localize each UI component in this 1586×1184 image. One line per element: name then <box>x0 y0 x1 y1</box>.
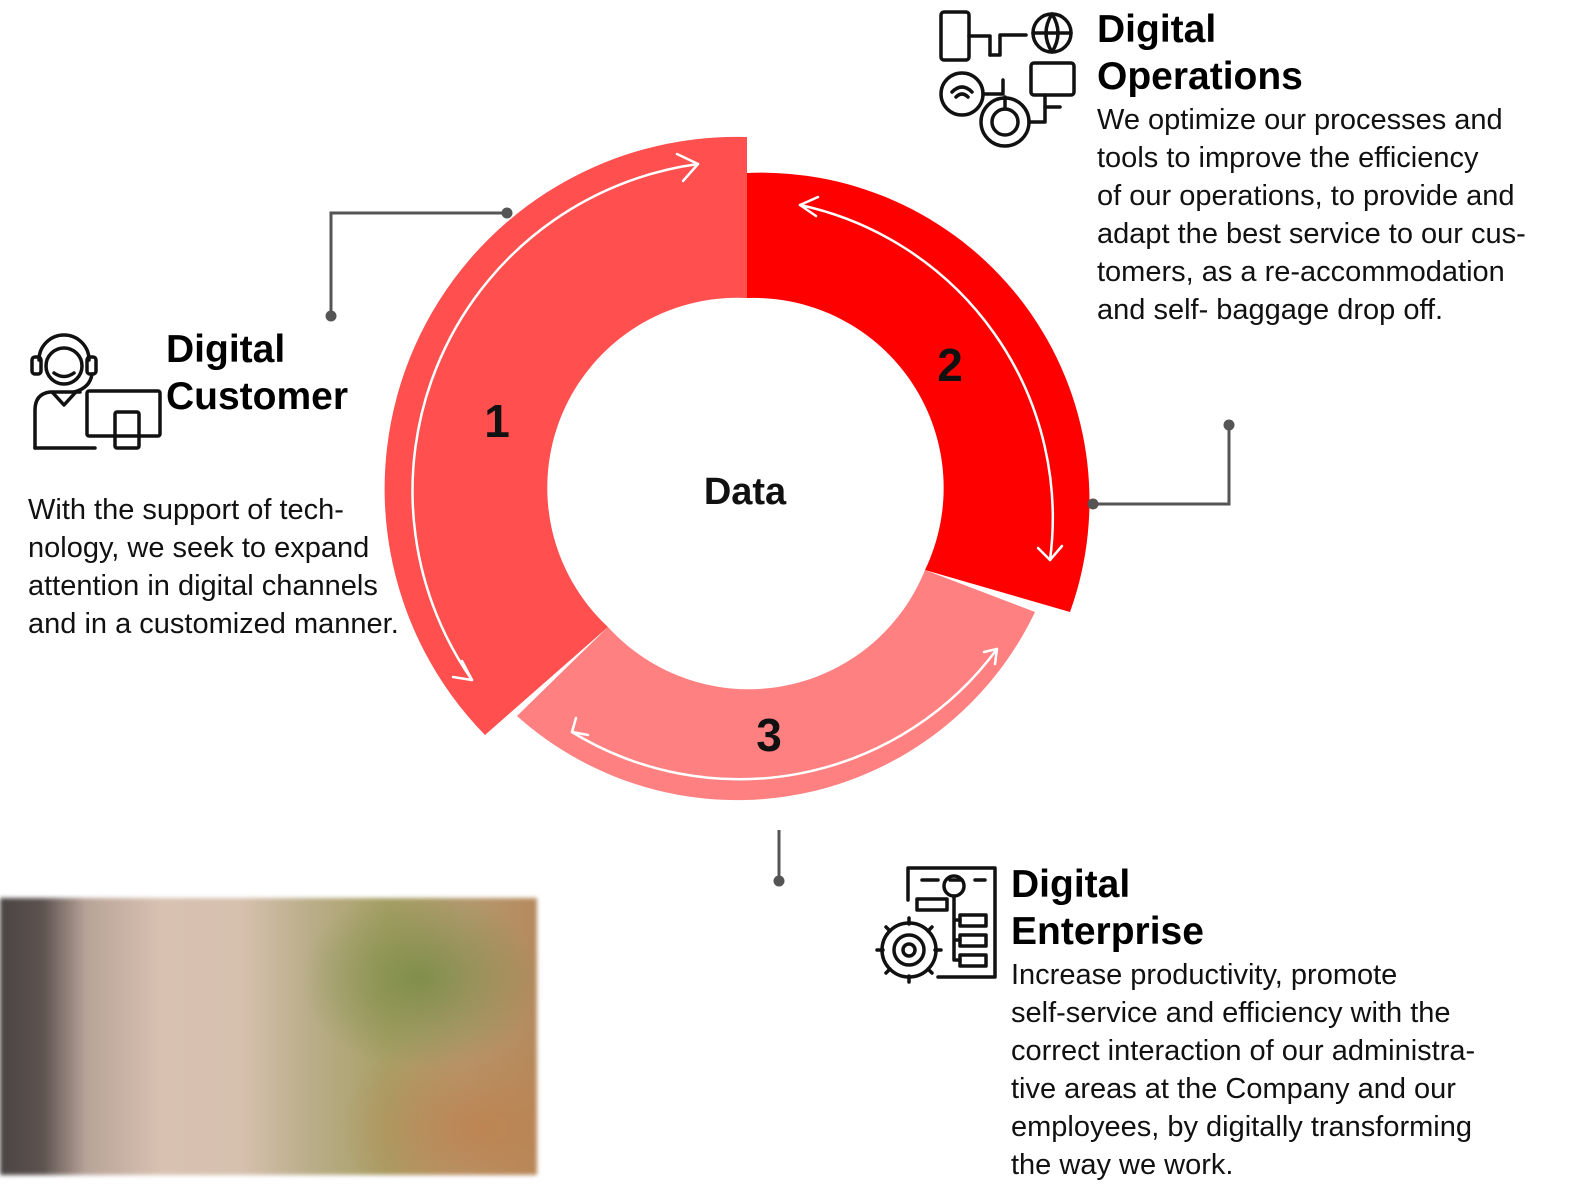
segment-3-number: 3 <box>756 709 782 761</box>
center-circle <box>557 302 933 678</box>
operations-description-line: We optimize our processes and <box>1097 104 1503 136</box>
segment-3-arc <box>517 570 1035 801</box>
customer-description: With the support of tech- nology, we see… <box>28 491 399 643</box>
segment-3-arrow <box>570 647 999 781</box>
enterprise-description-line: employees, by digitally transforming <box>1011 1111 1472 1143</box>
enterprise-description-line: self-service and efficiency with the <box>1011 997 1451 1029</box>
operations-description-line: tools to improve the efficiency <box>1097 142 1479 174</box>
customer-title-line1: Digital <box>166 328 286 371</box>
segment-1-number: 1 <box>484 395 510 447</box>
enterprise-description-line: tive areas at the Company and our <box>1011 1073 1456 1105</box>
enterprise-title: Digital Enterprise <box>1011 861 1204 955</box>
enterprise-description: Increase productivity, promote self-serv… <box>1011 956 1475 1184</box>
segment-1-arc <box>384 136 747 735</box>
connector-customer <box>329 211 507 316</box>
customer-description-line: With the support of tech- <box>28 494 344 526</box>
devices-network-icon <box>939 10 1076 148</box>
connector-customer-dot-end <box>325 310 337 322</box>
operations-description-line: tomers, as a re-accommodation <box>1097 256 1505 288</box>
enterprise-description-line: correct interaction of our administra- <box>1011 1035 1476 1067</box>
customer-description-line: attention in digital channels <box>28 570 378 602</box>
enterprise-title-line1: Digital <box>1011 863 1131 906</box>
operations-title-line1: Digital <box>1097 8 1217 51</box>
segment-1-arrowhead-bottom <box>451 659 474 682</box>
segment-2-arrowhead-bottom <box>1036 544 1064 562</box>
operations-description-line: and self- baggage drop off. <box>1097 294 1444 326</box>
operations-title: Digital Operations <box>1097 6 1303 100</box>
operations-description: We optimize our processes and tools to i… <box>1097 101 1526 329</box>
customer-description-line: nology, we seek to expand <box>28 532 370 564</box>
customer-title-line2: Customer <box>166 375 349 418</box>
enterprise-description-line: Increase productivity, promote <box>1011 959 1398 991</box>
segment-2-arrowhead-top <box>798 195 820 218</box>
segment-1-arrowhead-top <box>675 152 700 183</box>
segment-2-arrow <box>798 203 1055 562</box>
segment-2-arc <box>747 172 1090 612</box>
center-label: Data <box>704 471 787 513</box>
enterprise-title-line2: Enterprise <box>1011 910 1204 953</box>
segment-3-arrowhead-left <box>570 716 590 737</box>
customer-description-line: and in a customized manner. <box>28 608 399 640</box>
operations-description-line: adapt the best service to our cus- <box>1097 218 1526 250</box>
connector-operations-dot-start <box>1087 498 1099 510</box>
connector-operations-dot-end <box>1223 419 1235 431</box>
call-center-agent-icon <box>30 333 162 450</box>
segment-3-arrowhead-right <box>982 647 999 666</box>
connector-operations <box>1093 425 1231 506</box>
operations-description-line: of our operations, to provide and <box>1097 180 1515 212</box>
segment-2-number: 2 <box>937 339 963 391</box>
connector-enterprise-dot <box>773 875 785 887</box>
enterprise-description-line: the way we work. <box>1011 1149 1234 1181</box>
blurred-photo <box>0 898 537 1175</box>
segment-1-arrow <box>411 162 700 682</box>
customer-title: Digital Customer <box>166 326 348 420</box>
operations-title-line2: Operations <box>1097 55 1303 98</box>
connector-customer-dot-start <box>501 207 513 219</box>
gear-flowchart-icon <box>875 866 997 984</box>
